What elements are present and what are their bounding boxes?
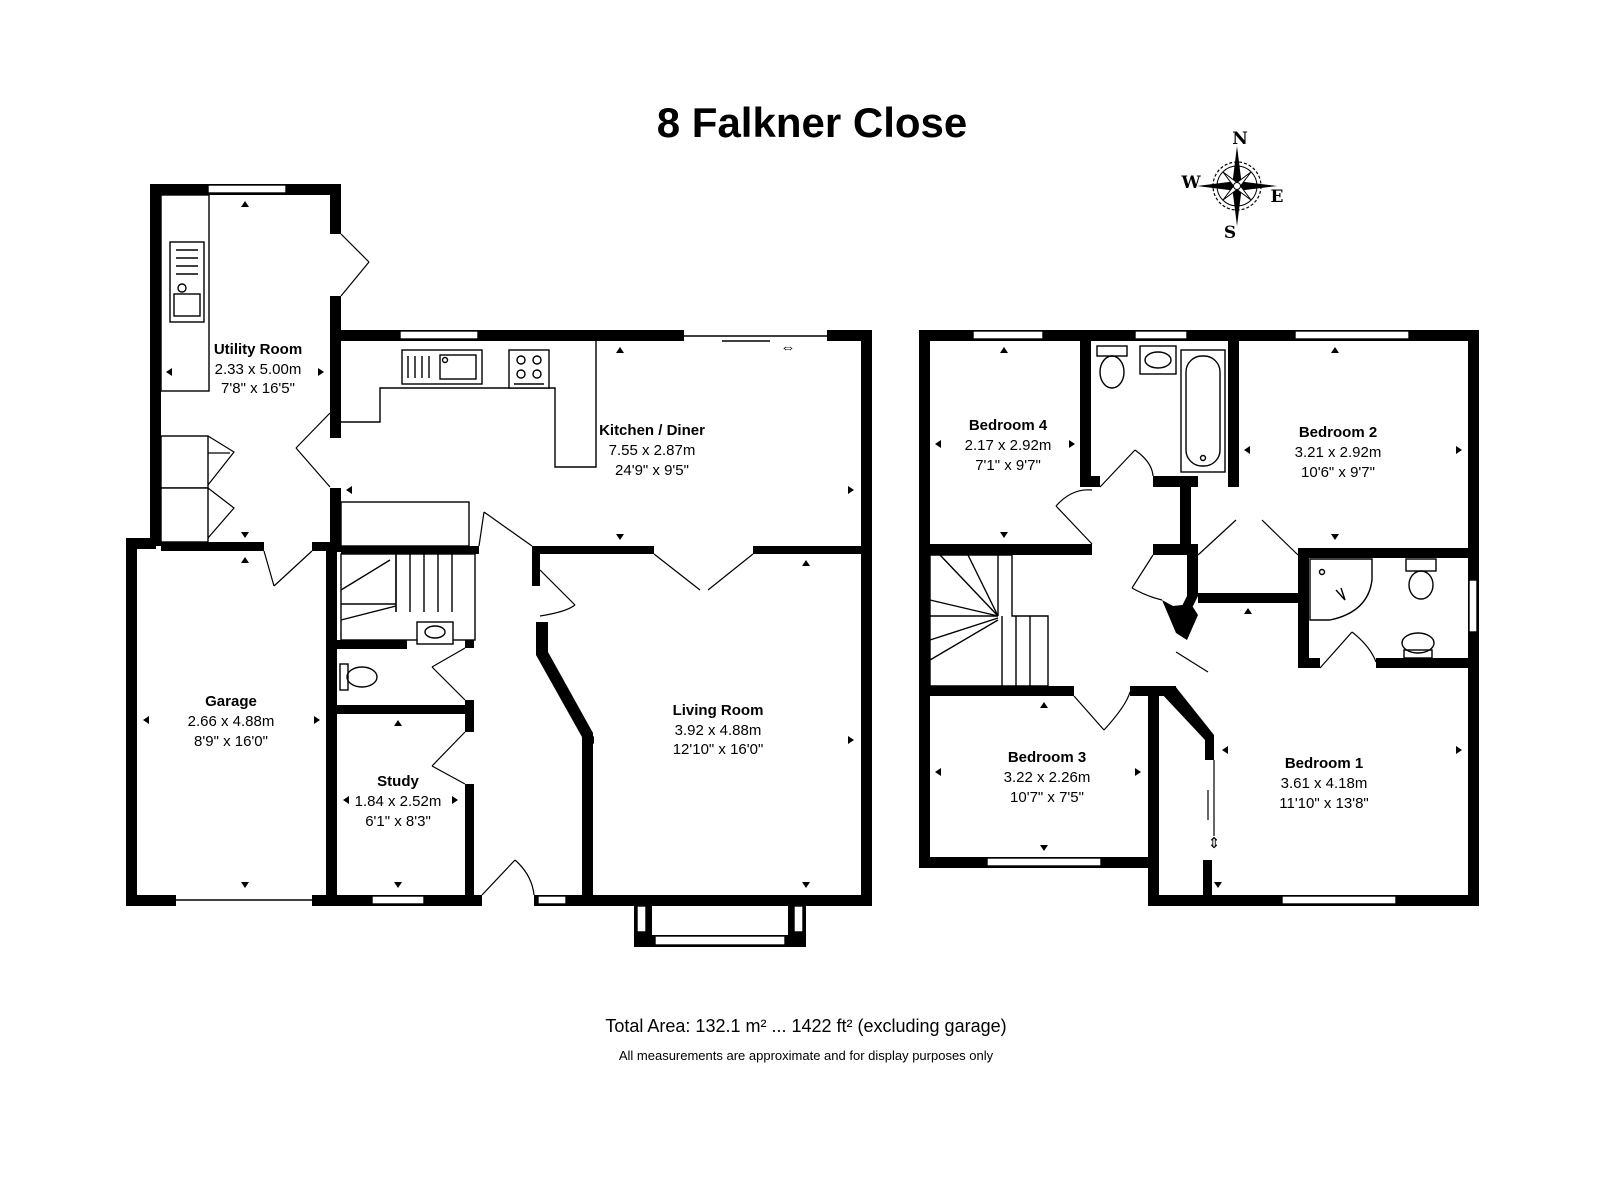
svg-text:11'10" x 13'8": 11'10" x 13'8" bbox=[1279, 795, 1369, 812]
first-stairs bbox=[929, 554, 1049, 687]
dimension-markers bbox=[143, 201, 1462, 888]
room-label-living: Living Room 3.92 x 4.88m 12'10" x 16'0" bbox=[673, 702, 764, 758]
bay-window-front bbox=[654, 935, 786, 946]
room-label-bedroom2: Bedroom 2 3.21 x 2.92m 10'6" x 9'7" bbox=[1295, 424, 1382, 481]
svg-text:12'10" x 16'0": 12'10" x 16'0" bbox=[673, 741, 764, 758]
svg-text:3.61 x 4.18m: 3.61 x 4.18m bbox=[1281, 775, 1368, 792]
room-label-utility: Utility Room 2.33 x 5.00m 7'8" x 16'5" bbox=[214, 341, 302, 397]
page-title: 8 Falkner Close bbox=[657, 99, 967, 146]
bedroom2-window bbox=[1294, 330, 1410, 340]
total-area: Total Area: 132.1 m² ... 1422 ft² (exclu… bbox=[605, 1016, 1006, 1036]
svg-text:2.66 x 4.88m: 2.66 x 4.88m bbox=[188, 713, 275, 730]
svg-text:7'1" x 9'7": 7'1" x 9'7" bbox=[975, 457, 1041, 474]
compass-west: W bbox=[1180, 173, 1201, 193]
svg-text:Living Room: Living Room bbox=[673, 702, 764, 719]
basin-icon bbox=[1401, 632, 1435, 654]
bedroom3-window bbox=[986, 857, 1102, 867]
doors-first: ⇕ bbox=[1055, 449, 1377, 852]
room-label-bedroom3: Bedroom 3 3.22 x 2.26m 10'7" x 7'5" bbox=[1004, 749, 1091, 806]
svg-text:⇔: ⇔ bbox=[781, 339, 796, 356]
room-label-bedroom1: Bedroom 1 3.61 x 4.18m 11'10" x 13'8" bbox=[1279, 755, 1369, 812]
bath-icon bbox=[1180, 349, 1226, 473]
svg-text:Bedroom 3: Bedroom 3 bbox=[1008, 749, 1086, 766]
utility-sink-icon bbox=[169, 241, 205, 323]
doors-ground bbox=[207, 233, 754, 896]
wc-fixtures bbox=[339, 621, 454, 691]
kitchen-window bbox=[399, 330, 479, 340]
svg-text:1.84 x 2.52m: 1.84 x 2.52m bbox=[355, 793, 442, 810]
svg-text:Bedroom 4: Bedroom 4 bbox=[969, 417, 1048, 434]
kitchen-fixtures bbox=[341, 341, 597, 468]
toilet-icon bbox=[339, 663, 349, 691]
svg-text:10'6" x 9'7": 10'6" x 9'7" bbox=[1301, 464, 1375, 481]
first-floor: ⇕ bbox=[919, 330, 1479, 906]
svg-text:3.21 x 2.92m: 3.21 x 2.92m bbox=[1295, 444, 1382, 461]
hob-icon bbox=[508, 349, 550, 389]
compass-north: N bbox=[1232, 129, 1248, 149]
basin-icon bbox=[416, 621, 454, 645]
bedroom1-window bbox=[1281, 895, 1397, 905]
bedroom4-window bbox=[972, 330, 1044, 340]
svg-text:6'1" x 8'3": 6'1" x 8'3" bbox=[365, 813, 431, 830]
room-label-kitchen: Kitchen / Diner 7.55 x 2.87m 24'9" x 9'5… bbox=[599, 422, 705, 479]
svg-text:8'9" x 16'0": 8'9" x 16'0" bbox=[194, 733, 268, 750]
compass-rose-icon: N S E W bbox=[1180, 129, 1283, 243]
ensuite-window bbox=[1468, 579, 1478, 633]
svg-text:7.55 x 2.87m: 7.55 x 2.87m bbox=[609, 442, 696, 459]
svg-text:24'9" x 9'5": 24'9" x 9'5" bbox=[615, 462, 689, 479]
svg-text:Utility Room: Utility Room bbox=[214, 341, 302, 358]
compass-east: E bbox=[1271, 187, 1284, 207]
bathroom-fixtures bbox=[1096, 345, 1226, 473]
svg-text:Bedroom 1: Bedroom 1 bbox=[1285, 755, 1363, 772]
svg-text:Bedroom 2: Bedroom 2 bbox=[1299, 424, 1377, 441]
svg-text:7'8" x 16'5": 7'8" x 16'5" bbox=[221, 380, 295, 397]
room-label-garage: Garage 2.66 x 4.88m 8'9" x 16'0" bbox=[188, 693, 275, 750]
basin-icon bbox=[1139, 345, 1177, 375]
svg-text:Kitchen / Diner: Kitchen / Diner bbox=[599, 422, 705, 439]
svg-text:3.22 x 2.26m: 3.22 x 2.26m bbox=[1004, 769, 1091, 786]
svg-text:3.92 x 4.88m: 3.92 x 4.88m bbox=[675, 722, 762, 739]
svg-text:⇕: ⇕ bbox=[1208, 835, 1221, 852]
bathroom-window bbox=[1134, 330, 1188, 340]
ground-floor: ⇔ bbox=[126, 184, 872, 947]
svg-text:Study: Study bbox=[377, 773, 419, 790]
compass-south: S bbox=[1224, 223, 1236, 243]
svg-text:Garage: Garage bbox=[205, 693, 257, 710]
room-label-bedroom4: Bedroom 4 2.17 x 2.92m 7'1" x 9'7" bbox=[965, 417, 1052, 474]
disclaimer: All measurements are approximate and for… bbox=[619, 1048, 994, 1063]
study-window bbox=[371, 895, 425, 905]
svg-text:10'7" x 7'5": 10'7" x 7'5" bbox=[1010, 789, 1084, 806]
utility-window bbox=[207, 184, 287, 194]
toilet-icon bbox=[1096, 345, 1128, 357]
svg-text:2.17 x 2.92m: 2.17 x 2.92m bbox=[965, 437, 1052, 454]
ground-stairs bbox=[340, 501, 476, 641]
toilet-icon bbox=[1405, 558, 1437, 572]
room-label-study: Study 1.84 x 2.52m 6'1" x 8'3" bbox=[355, 773, 442, 830]
utility-fixtures bbox=[160, 194, 210, 543]
ensuite-fixtures bbox=[1309, 558, 1437, 659]
svg-text:2.33 x 5.00m: 2.33 x 5.00m bbox=[215, 361, 302, 378]
hall-window bbox=[537, 895, 567, 905]
